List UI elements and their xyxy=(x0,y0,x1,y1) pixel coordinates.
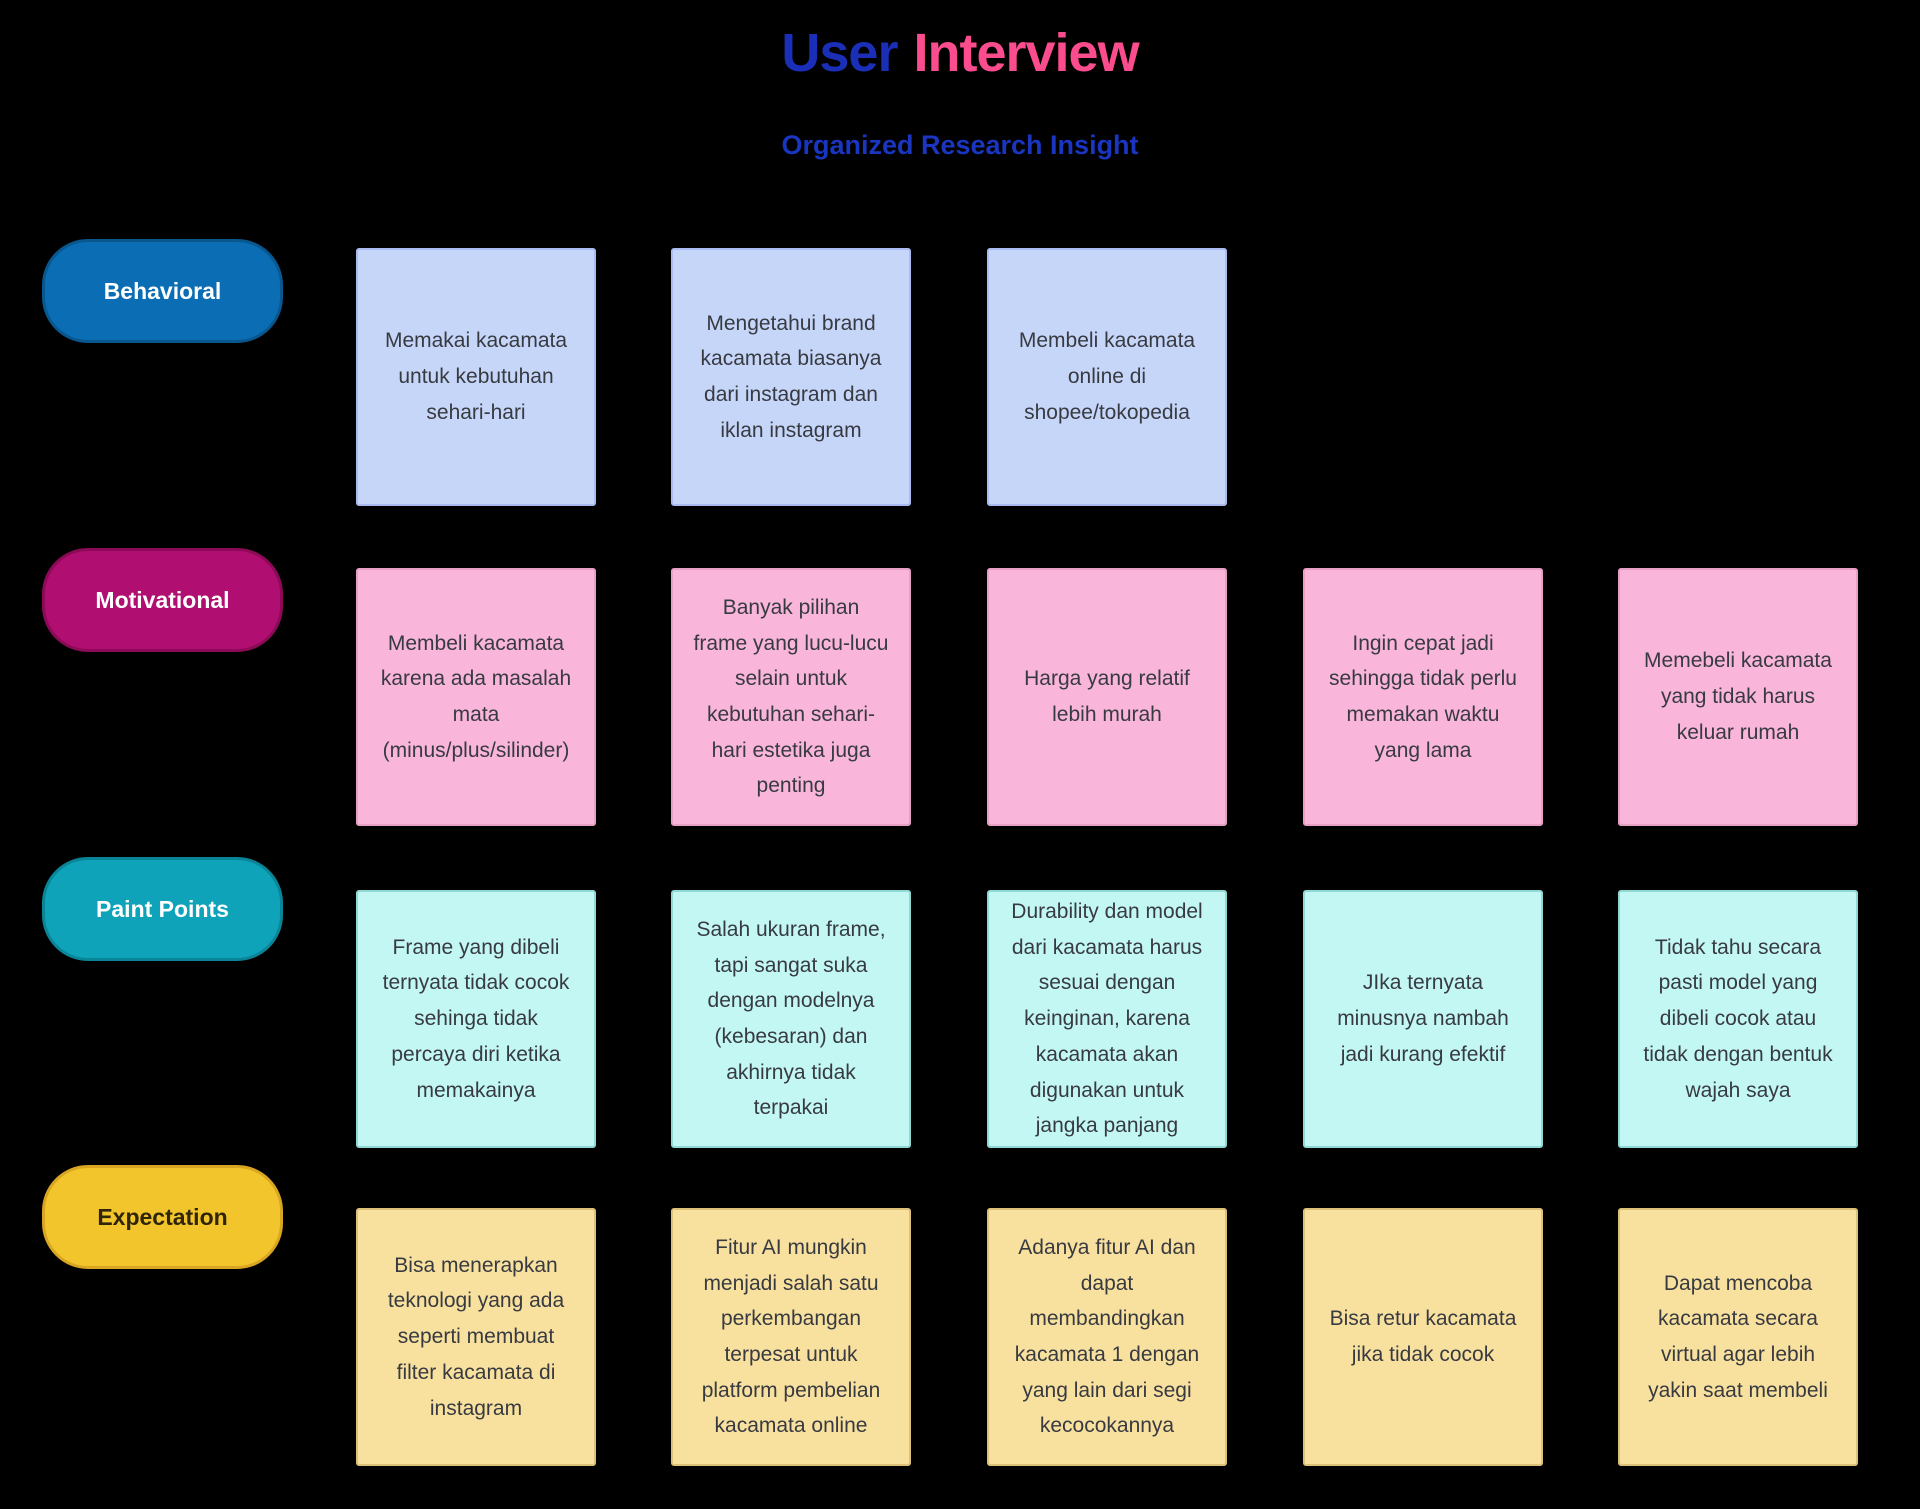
note-expectation-4[interactable]: Bisa retur kacamata jika tidak cocok xyxy=(1303,1208,1543,1466)
note-motivational-2[interactable]: Banyak pilihan frame yang lucu-lucu sela… xyxy=(671,568,911,826)
row-label-paint-points[interactable]: Paint Points xyxy=(42,857,283,961)
note-behavioral-1[interactable]: Memakai kacamata untuk kebutuhan sehari-… xyxy=(356,248,596,506)
row-label-motivational[interactable]: Motivational xyxy=(42,548,283,652)
note-expectation-1[interactable]: Bisa menerapkan teknologi yang ada seper… xyxy=(356,1208,596,1466)
note-behavioral-2[interactable]: Mengetahui brand kacamata biasanya dari … xyxy=(671,248,911,506)
row-label-expectation[interactable]: Expectation xyxy=(42,1165,283,1269)
note-painpoint-1[interactable]: Frame yang dibeli ternyata tidak cocok s… xyxy=(356,890,596,1148)
note-painpoint-2[interactable]: Salah ukuran frame, tapi sangat suka den… xyxy=(671,890,911,1148)
note-motivational-3[interactable]: Harga yang relatif lebih murah xyxy=(987,568,1227,826)
title-word-user: User xyxy=(781,23,898,83)
row-label-behavioral[interactable]: Behavioral xyxy=(42,239,283,343)
note-motivational-4[interactable]: Ingin cepat jadi sehingga tidak perlu me… xyxy=(1303,568,1543,826)
note-motivational-5[interactable]: Memebeli kacamata yang tidak harus kelua… xyxy=(1618,568,1858,826)
note-expectation-3[interactable]: Adanya fitur AI dan dapat membandingkan … xyxy=(987,1208,1227,1466)
note-behavioral-3[interactable]: Membeli kacamata online di shopee/tokope… xyxy=(987,248,1227,506)
note-painpoint-5[interactable]: Tidak tahu secara pasti model yang dibel… xyxy=(1618,890,1858,1148)
note-painpoint-4[interactable]: JIka ternyata minusnya nambah jadi kuran… xyxy=(1303,890,1543,1148)
note-expectation-5[interactable]: Dapat mencoba kacamata secara virtual ag… xyxy=(1618,1208,1858,1466)
note-motivational-1[interactable]: Membeli kacamata karena ada masalah mata… xyxy=(356,568,596,826)
title-word-interview: Interview xyxy=(913,23,1139,83)
note-painpoint-3[interactable]: Durability dan model dari kacamata harus… xyxy=(987,890,1227,1148)
page-subtitle: Organized Research Insight xyxy=(781,130,1139,160)
note-expectation-2[interactable]: Fitur AI mungkin menjadi salah satu perk… xyxy=(671,1208,911,1466)
